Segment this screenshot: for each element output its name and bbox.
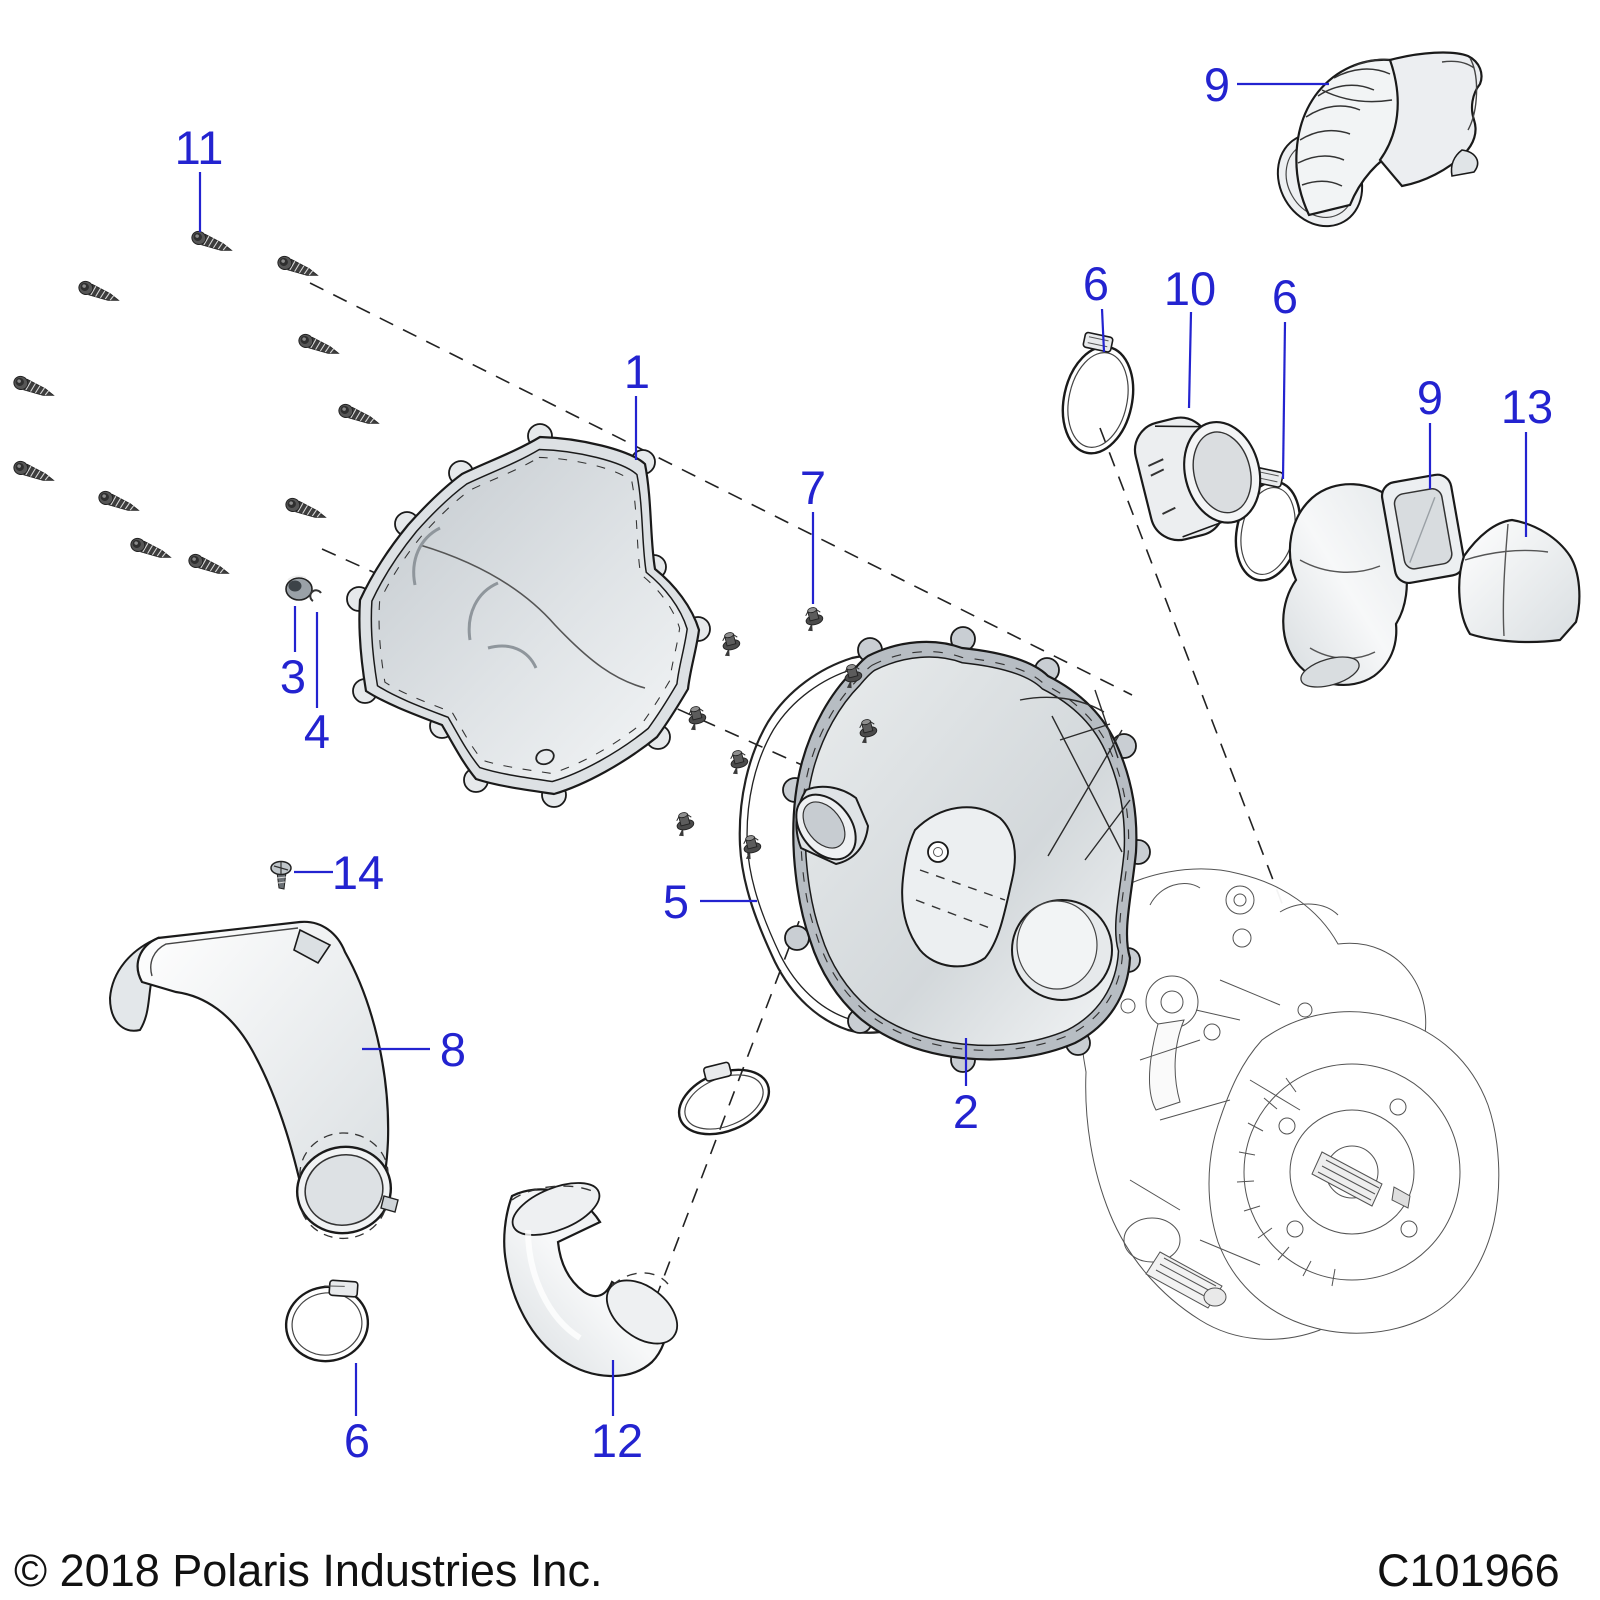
hose-clamp-top-right — [1234, 467, 1302, 582]
outlet-elbow-flange — [1380, 473, 1466, 584]
callout-5: 5 — [663, 875, 689, 928]
callout-2: 2 — [953, 1085, 979, 1138]
duct-body — [136, 920, 390, 1220]
horn-rim — [1441, 57, 1478, 131]
coupler-collar — [1133, 416, 1262, 542]
inner-cover-small-hole — [927, 841, 949, 863]
callout-13: 13 — [1501, 380, 1553, 433]
callout-leaders — [198, 82, 1528, 1416]
outlet-cover — [1458, 518, 1581, 644]
callout-6-bottom: 6 — [344, 1414, 370, 1467]
callout-4: 4 — [304, 705, 330, 758]
outer-cover-drain-hole — [535, 748, 555, 766]
inner-cover-hidden-edge — [800, 651, 1130, 1051]
elbow-end-dashes — [611, 1272, 669, 1287]
elbow-boot — [503, 1182, 678, 1378]
inner-cover-ribs — [1019, 689, 1131, 861]
callout-1: 1 — [624, 345, 650, 398]
outer-clutch-cover — [346, 423, 711, 808]
elbow-top-rim — [511, 1182, 601, 1236]
elbow-end-rim — [606, 1279, 678, 1345]
hose-clamp-bottom-left — [284, 1279, 370, 1363]
duct-clamp-lug — [380, 1195, 399, 1213]
dashed-axis-clamp-to-gearbox — [1099, 427, 1284, 907]
outlet-elbow — [1282, 473, 1466, 688]
inner-cover-port-bore — [802, 801, 846, 849]
intake-duct — [108, 920, 399, 1240]
corrugated-duct — [1276, 51, 1483, 228]
outer-cover-hidden-edge — [378, 456, 681, 774]
duct-mouth-inner — [304, 1154, 384, 1226]
outlet-cover-creases — [1464, 523, 1549, 637]
callout-11: 11 — [175, 121, 224, 174]
callout-labels: 11 1 7 3 4 14 5 8 2 6 12 9 6 10 6 9 13 — [175, 58, 1554, 1467]
hose-clamp-center — [677, 1061, 771, 1136]
callout-8: 8 — [440, 1023, 466, 1076]
corrugated-duct-horn — [1378, 51, 1483, 188]
rivet-screw — [270, 860, 292, 890]
duct-tab — [293, 928, 332, 965]
inner-cover-opening-dashes — [915, 869, 1006, 931]
callout-9-right: 9 — [1417, 371, 1443, 424]
callout-14: 14 — [332, 846, 384, 899]
callout-6-right: 6 — [1272, 270, 1298, 323]
clip-ring — [309, 589, 322, 602]
copyright-text: © 2018 Polaris Industries Inc. — [14, 1545, 602, 1596]
leader-6-right — [1281, 321, 1287, 480]
callout-6-left: 6 — [1083, 257, 1109, 310]
inner-clutch-cover — [782, 626, 1151, 1073]
leader-6-left — [1100, 308, 1106, 353]
outer-cover-domes — [412, 526, 538, 669]
callout-3: 3 — [280, 650, 306, 703]
vent-plug — [285, 575, 313, 601]
coupler-ring-bore — [1192, 431, 1252, 514]
callout-9-top: 9 — [1204, 58, 1230, 111]
callout-12: 12 — [591, 1414, 643, 1467]
callout-10: 10 — [1164, 262, 1216, 315]
leader-10 — [1187, 311, 1193, 409]
hose-clamp-top-left — [1061, 331, 1135, 455]
coupler-marks — [1148, 458, 1176, 515]
outlet-elbow-body — [1282, 483, 1408, 686]
inner-cover-round-opening-depth — [1016, 900, 1098, 990]
gearbox-illustration — [1080, 868, 1500, 1340]
dashed-axis-screws-to-cover — [309, 282, 1133, 696]
duct-mouth-dashes — [299, 1132, 389, 1240]
figure-code: C101966 — [1377, 1545, 1560, 1596]
horn-tab — [1450, 149, 1479, 177]
callout-7: 7 — [800, 461, 826, 514]
outer-cover-rim — [370, 448, 688, 783]
outer-cover-bowl-ridge — [419, 544, 646, 689]
inner-cover-small-hole-center — [933, 847, 943, 857]
elbow-highlight — [525, 1229, 582, 1341]
elbow-top-dashes — [511, 1185, 599, 1201]
duct-end-rim — [150, 927, 299, 977]
outlet-cover-body — [1458, 518, 1581, 644]
outlet-elbow-mouth — [1300, 656, 1360, 688]
